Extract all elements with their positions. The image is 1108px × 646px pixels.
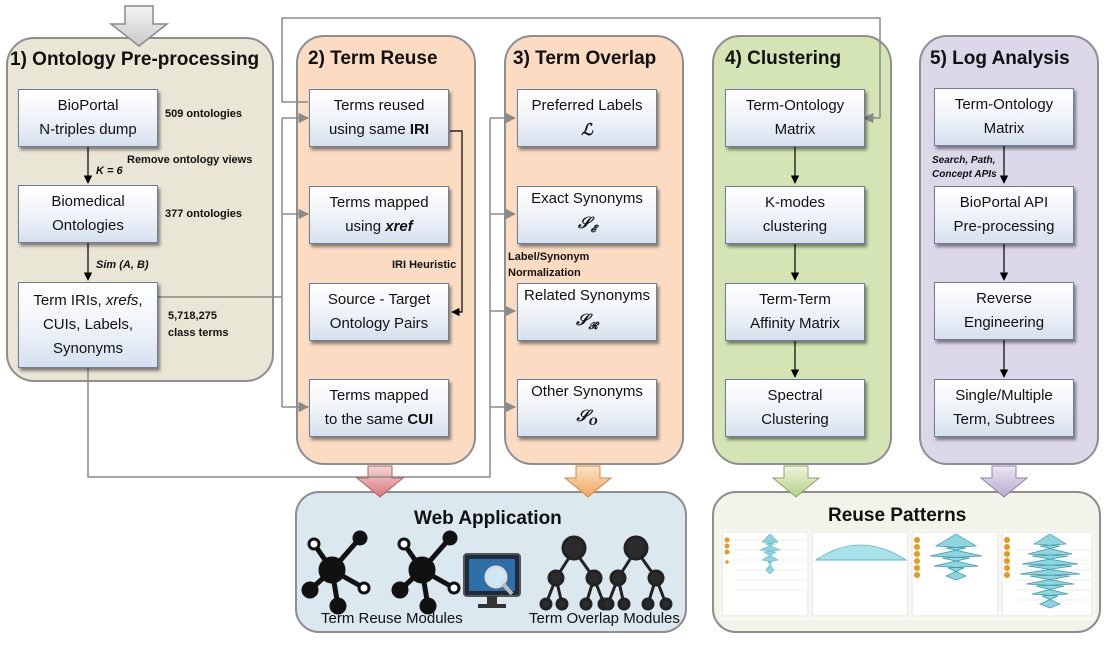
note-377-ontologies: 377 ontologies [165, 208, 243, 220]
panel-title-term-overlap: 3) Term Overlap [513, 48, 657, 69]
tree-icon [539, 535, 611, 611]
box-bioportal-dump: BioPortal N-triples dump [18, 89, 158, 147]
box-reverse-engineering: Reverse Engineering [934, 282, 1074, 340]
note-509-ontologies: 509 ontologies [165, 108, 243, 120]
note-iri-heuristic: IRI Heuristic [392, 259, 457, 271]
box-preferred-labels: Preferred Labels ℒ [517, 89, 657, 147]
note-sim: Sim (A, B) [96, 259, 149, 271]
web-application-title: Web Application [414, 508, 562, 529]
term-overlap-modules-label: Term Overlap Modules [529, 610, 680, 627]
monitor-icon [463, 553, 521, 608]
web-app-graphics [301, 530, 673, 615]
box-term-ontology-matrix-clustering: Term-Ontology Matrix [725, 89, 865, 147]
note-remove-views: Remove ontology views [127, 154, 253, 166]
box-term-ontology-matrix-log: Term-Ontology Matrix [934, 88, 1074, 146]
panel-title-term-reuse: 2) Term Reuse [308, 48, 438, 69]
tree-icon [601, 535, 673, 611]
box-bioportal-api: BioPortal API Pre-processing [934, 186, 1074, 244]
box-kmodes-clustering: K-modes clustering [725, 186, 865, 244]
box-terms-mapped-xref: Terms mapped using xref [309, 186, 449, 244]
note-label-synonym: Label/Synonym [508, 251, 590, 263]
panel-title-preprocessing: 1) Ontology Pre-processing [10, 49, 260, 70]
note-normalization: Normalization [508, 267, 581, 279]
reuse-pattern-thumbnails [720, 530, 1094, 620]
pattern-thumbnail [721, 531, 809, 617]
network-icon [391, 530, 461, 615]
box-other-synonyms: Other Synonyms 𝒮O [517, 379, 657, 437]
note-class-count: 5,718,275 [168, 310, 217, 322]
panel-title-clustering: 4) Clustering [725, 48, 842, 69]
box-single-multiple-term: Single/Multiple Term, Subtrees [934, 379, 1074, 437]
note-class-terms: class terms [168, 327, 229, 339]
note-k6: K = 6 [96, 165, 123, 177]
pattern-thumbnail [911, 531, 999, 617]
box-biomedical-ontologies: Biomedical Ontologies [18, 185, 158, 243]
box-affinity-matrix: Term-Term Affinity Matrix [725, 283, 865, 341]
reuse-patterns-title: Reuse Patterns [828, 505, 967, 526]
note-search-path: Search, Path, [932, 155, 996, 166]
note-concept-apis: Concept APIs [932, 169, 997, 180]
term-reuse-modules-label: Term Reuse Modules [321, 610, 463, 627]
box-related-synonyms: Related Synonyms 𝒮𝓡 [517, 283, 657, 341]
network-icon [301, 530, 371, 615]
box-spectral-clustering: Spectral Clustering [725, 379, 865, 437]
box-exact-synonyms: Exact Synonyms 𝒮𝓔 [517, 186, 657, 244]
box-source-target-pairs: Source - Target Ontology Pairs [309, 283, 449, 341]
panel-title-log-analysis: 5) Log Analysis [930, 48, 1070, 69]
input-arrow [108, 5, 170, 47]
box-terms-reused-iri: Terms reused using same IRI [309, 89, 449, 147]
box-term-iris: Term IRIs, xrefs, CUIs, Labels, Synonyms [18, 282, 158, 368]
pattern-thumbnail [811, 531, 909, 617]
pattern-thumbnail [1001, 531, 1093, 617]
box-terms-mapped-cui: Terms mapped to the same CUI [309, 379, 449, 437]
